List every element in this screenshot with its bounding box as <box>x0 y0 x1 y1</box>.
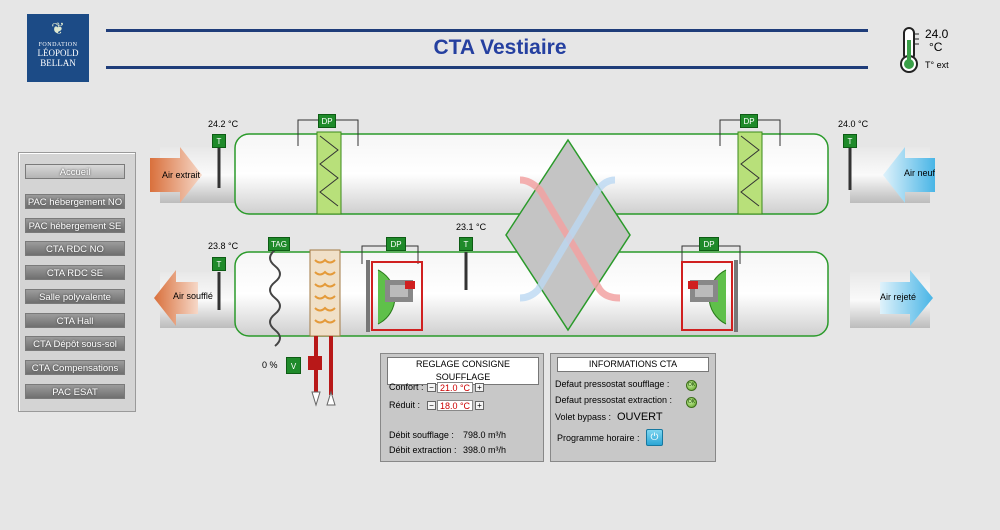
menu-item-pac-hebergement-se[interactable]: PAC hébergement SE <box>25 218 125 233</box>
menu-item-accueil[interactable]: Accueil <box>25 164 125 179</box>
air-extrait-arrow <box>150 147 202 203</box>
air-neuf-arrow <box>883 147 935 203</box>
fan-extract <box>681 260 738 332</box>
outside-temp-block: 24.0 °C <box>925 28 948 54</box>
air-souffle-label: Air soufflé <box>173 291 213 301</box>
reduit-setpoint[interactable]: 18.0 °C <box>437 400 473 411</box>
menu-item-pac-hebergement-no[interactable]: PAC hébergement NO <box>25 194 125 209</box>
power-icon[interactable]: ⏻ <box>646 429 663 446</box>
confort-label: Confort : <box>389 382 424 392</box>
navigation-menu: Accueil PAC hébergement NO PAC hébergeme… <box>18 152 136 412</box>
programme-horaire-label: Programme horaire : <box>557 433 640 443</box>
sensor-tag[interactable]: TAG <box>268 237 290 251</box>
sensor-t-mid[interactable]: T <box>459 237 473 251</box>
valve-button[interactable]: V <box>286 357 301 374</box>
temp-neuf: 24.0 °C <box>838 119 869 129</box>
sensor-dp-fan-extract[interactable]: DP <box>699 237 719 251</box>
filter-right <box>737 131 763 215</box>
filter-left <box>316 131 342 215</box>
heating-coil <box>309 249 341 337</box>
air-neuf-label: Air neuf <box>904 168 936 178</box>
air-extrait-label: Air extrait <box>162 170 201 180</box>
thermometer-icon <box>896 26 922 79</box>
debit-soufflage-label: Débit soufflage : <box>389 430 454 440</box>
consigne-title: REGLAGE CONSIGNE SOUFFLAGE <box>387 357 539 385</box>
menu-item-cta-rdc-no[interactable]: CTA RDC NO <box>25 241 125 256</box>
info-panel: INFORMATIONS CTA Defaut pressostat souff… <box>550 353 716 462</box>
volet-bypass-value: OUVERT <box>617 411 663 423</box>
air-souffle-arrow <box>154 270 198 326</box>
sensor-dp-filter-left[interactable]: DP <box>318 114 336 128</box>
reduit-label: Réduit : <box>389 400 421 410</box>
fondation-logo: ❦ FONDATION LÉOPOLD BELLAN <box>27 14 89 82</box>
temp-extrait: 24.2 °C <box>208 119 239 129</box>
confort-minus-button[interactable]: − <box>427 383 436 392</box>
sensor-dp-filter-right[interactable]: DP <box>740 114 758 128</box>
menu-item-cta-rdc-se[interactable]: CTA RDC SE <box>25 265 125 280</box>
outside-temp-value: 24.0 <box>925 27 949 41</box>
air-rejete-label: Air rejeté <box>880 292 917 302</box>
ahu-diagram <box>150 119 935 407</box>
outside-temp-label: T° ext <box>925 60 949 70</box>
debit-extraction-label: Débit extraction : <box>389 445 457 455</box>
menu-item-cta-hall[interactable]: CTA Hall <box>25 313 125 328</box>
consigne-panel: REGLAGE CONSIGNE SOUFFLAGE Confort : − 2… <box>380 353 544 462</box>
title-top-line <box>106 29 868 32</box>
outside-temp-unit: °C <box>929 40 943 54</box>
sensor-t-neuf[interactable]: T <box>843 134 857 148</box>
leaf-icon: ❦ <box>51 21 65 38</box>
pressostat-soufflage-led: OK <box>686 380 697 391</box>
valve-percent: 0 % <box>262 360 278 370</box>
sensor-t-extrait[interactable]: T <box>212 134 226 148</box>
title-bottom-line <box>106 66 868 69</box>
menu-item-pac-esat[interactable]: PAC ESAT <box>25 384 125 399</box>
temp-mid: 23.1 °C <box>456 222 487 232</box>
page-title: CTA Vestiaire <box>433 36 567 59</box>
volet-bypass-label: Volet bypass : <box>555 412 612 422</box>
confort-setpoint[interactable]: 21.0 °C <box>437 382 473 393</box>
confort-plus-button[interactable]: + <box>475 383 484 392</box>
air-rejete-arrow <box>880 270 933 326</box>
logo-line3: BELLAN <box>40 58 76 68</box>
temp-souffle: 23.8 °C <box>208 241 239 251</box>
menu-item-cta-depot[interactable]: CTA Dépôt sous-sol <box>25 336 125 351</box>
info-title: INFORMATIONS CTA <box>557 357 709 372</box>
debit-soufflage-value: 798.0 m³/h <box>463 430 507 440</box>
logo-line1: FONDATION <box>38 42 78 48</box>
pressostat-extraction-label: Defaut pressostat extraction : <box>555 395 673 405</box>
debit-extraction-value: 398.0 m³/h <box>463 445 507 455</box>
sensor-t-souffle[interactable]: T <box>212 257 226 271</box>
reduit-minus-button[interactable]: − <box>427 401 436 410</box>
menu-item-cta-compensations[interactable]: CTA Compensations <box>25 360 125 375</box>
sensor-dp-fan-supply[interactable]: DP <box>386 237 406 251</box>
pressostat-extraction-led: OK <box>686 397 697 408</box>
menu-item-salle-polyvalente[interactable]: Salle polyvalente <box>25 289 125 304</box>
fan-supply <box>366 260 423 332</box>
logo-line2: LÉOPOLD <box>37 48 79 58</box>
reduit-plus-button[interactable]: + <box>475 401 484 410</box>
pressostat-soufflage-label: Defaut pressostat soufflage : <box>555 379 670 389</box>
antigel-coil <box>269 249 281 347</box>
